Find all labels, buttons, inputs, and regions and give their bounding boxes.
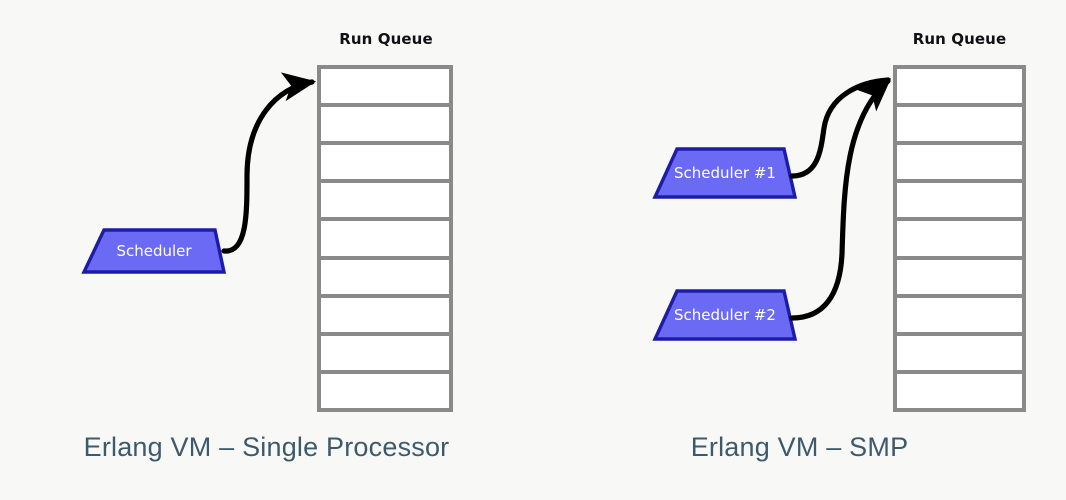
queue-cell[interactable] — [897, 145, 1022, 180]
queue-cell[interactable] — [897, 69, 1022, 104]
queue-cell[interactable] — [321, 297, 449, 332]
run-queue — [317, 65, 453, 412]
queue-cell[interactable] — [897, 297, 1022, 332]
queue-cell[interactable] — [897, 107, 1022, 142]
queue-cell[interactable] — [321, 373, 449, 408]
run-queue-label: Run Queue — [912, 30, 1007, 48]
queue-cell[interactable] — [897, 373, 1022, 408]
queue-cell[interactable] — [897, 221, 1022, 256]
queue-cell[interactable] — [897, 259, 1022, 294]
queue-cell[interactable] — [321, 183, 449, 218]
trapezoid-icon — [652, 289, 798, 341]
panel-caption: Erlang VM – Single Processor — [83, 432, 450, 462]
scheduler-label: Scheduler — [116, 241, 192, 260]
queue-cell[interactable] — [321, 221, 449, 256]
scheduler-1-label: Scheduler #1 — [674, 163, 776, 182]
scheduler-2-shape[interactable]: Scheduler #2 — [652, 289, 798, 341]
queue-cell[interactable] — [321, 69, 449, 104]
queue-cell[interactable] — [321, 145, 449, 180]
scheduler-1-shape[interactable]: Scheduler #1 — [652, 147, 798, 199]
run-queue — [893, 65, 1026, 412]
arrow-layer — [221, 72, 317, 254]
queue-cell[interactable] — [897, 335, 1022, 370]
trapezoid-icon — [81, 228, 227, 274]
scheduler-to-queue-arrow — [221, 72, 317, 254]
queue-cell[interactable] — [321, 107, 449, 142]
panel-smp: Run Queue Scheduler #1 Scheduler #2 — [533, 0, 1066, 500]
queue-cell[interactable] — [321, 259, 449, 294]
scheduler-2-label: Scheduler #2 — [674, 305, 776, 324]
panel-single-processor: Run Queue Scheduler — [81, 30, 453, 462]
scheduler-shape[interactable]: Scheduler — [81, 228, 227, 274]
run-queue-label: Run Queue — [339, 30, 433, 48]
queue-cell[interactable] — [897, 183, 1022, 218]
scheduler-2-to-queue-arrow — [789, 78, 892, 321]
queue-cell[interactable] — [321, 335, 449, 370]
scheduler-1-to-queue-arrow — [789, 77, 891, 179]
panel-caption: Erlang VM – SMP — [690, 432, 909, 462]
